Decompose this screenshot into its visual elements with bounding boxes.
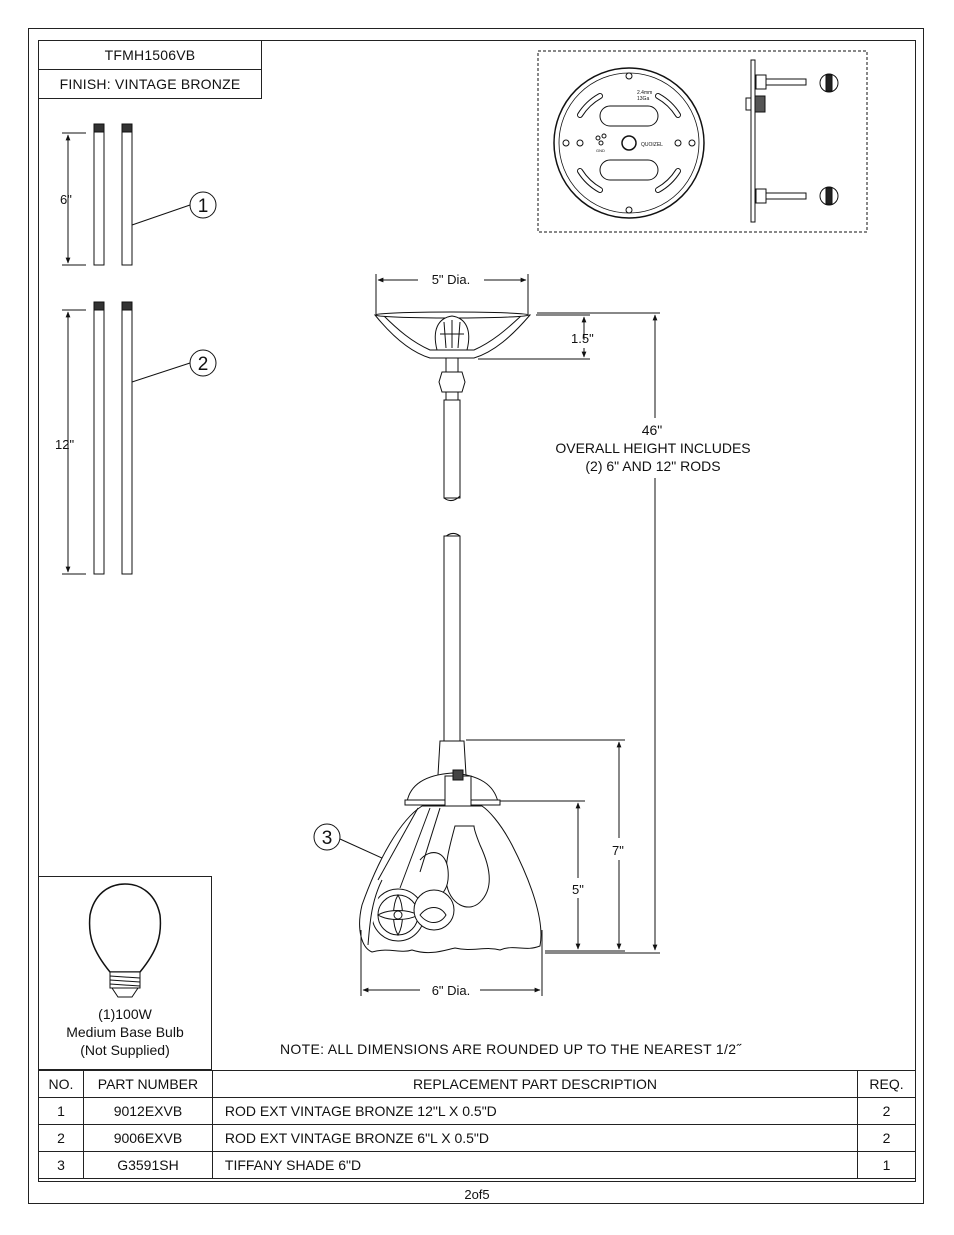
- cell-no: 2: [38, 1124, 84, 1152]
- plate-gnd: GND: [596, 148, 605, 153]
- cell-description: ROD EXT VINTAGE BRONZE 6"L X 0.5"D: [211, 1124, 858, 1152]
- dimension-6in: [62, 132, 86, 266]
- body-height-dimension: [466, 739, 625, 952]
- bulb-wattage: (1)100W: [98, 1006, 152, 1022]
- overall-height-note-1: OVERALL HEIGHT INCLUDES: [555, 440, 750, 456]
- canopy-dia-label: 5" Dia.: [432, 272, 471, 287]
- table-header-row: NO. PART NUMBER REPLACEMENT PART DESCRIP…: [38, 1070, 917, 1098]
- cell-part-number: 9012EXVB: [82, 1097, 213, 1125]
- callout-2: 2: [131, 349, 217, 383]
- replacement-parts-table: NO. PART NUMBER REPLACEMENT PART DESCRIP…: [38, 1070, 917, 1179]
- callout-1: 1: [131, 191, 217, 226]
- header-no: NO.: [38, 1070, 84, 1098]
- mounting-plate-side-view: [745, 59, 839, 223]
- table-row: 3 G3591SH TIFFANY SHADE 6"D 1: [38, 1151, 917, 1179]
- overall-height-dimension: [537, 312, 660, 954]
- tiffany-shade: [359, 805, 542, 954]
- canopy-height-dimension: [478, 314, 590, 360]
- canopy: [373, 311, 532, 401]
- rod-lower: [443, 532, 461, 742]
- drawing-border: [38, 40, 916, 1182]
- cell-req: 1: [856, 1151, 917, 1179]
- bulb-base-type: Medium Base Bulb: [66, 1024, 184, 1040]
- canopy-dia-dimension: [375, 274, 529, 314]
- cell-req: 2: [856, 1097, 917, 1125]
- overall-height-value: 46": [642, 422, 663, 438]
- callout-3: 3: [313, 823, 383, 859]
- cell-description: TIFFANY SHADE 6"D: [211, 1151, 858, 1179]
- rod-upper: [443, 399, 461, 502]
- overall-height-note-2: (2) 6" AND 12" RODS: [585, 458, 720, 474]
- dimension-12in: [62, 309, 86, 575]
- cell-part-number: G3591SH: [82, 1151, 213, 1179]
- plate-gauge-mm: 2.4mm: [637, 90, 652, 96]
- finish-label: FINISH: VINTAGE BRONZE: [38, 69, 262, 99]
- bulb-illustration: [88, 883, 162, 998]
- rod-12in-label: 12": [55, 437, 74, 452]
- callout-1-number: 1: [198, 196, 209, 217]
- cell-no: 1: [38, 1097, 84, 1125]
- page-border: [28, 28, 924, 1204]
- cell-description: ROD EXT VINTAGE BRONZE 12"L X 0.5"D: [211, 1097, 858, 1125]
- shade-dia-dimension: [360, 930, 543, 996]
- shade-dia-label: 6" Dia.: [432, 983, 471, 998]
- model-number: TFMH1506VB: [38, 40, 262, 70]
- header-part-number: PART NUMBER: [82, 1070, 213, 1098]
- bulb-supply-note: (Not Supplied): [80, 1042, 170, 1058]
- body-height-label: 7": [612, 843, 624, 858]
- assembly-drawing: 6" 1 12" 2: [55, 50, 868, 998]
- callout-2-number: 2: [198, 354, 209, 375]
- cell-req: 2: [856, 1124, 917, 1152]
- header-description: REPLACEMENT PART DESCRIPTION: [211, 1070, 858, 1098]
- dimensions-note: NOTE: ALL DIMENSIONS ARE ROUNDED UP TO T…: [280, 1041, 742, 1057]
- rod-set-6in: [93, 123, 133, 266]
- page-number: 2of5: [464, 1187, 490, 1202]
- plate-gauge-ga: 13Ga: [637, 96, 649, 102]
- callout-3-number: 3: [322, 828, 333, 849]
- shade-height-dimension: [500, 800, 585, 950]
- mounting-plate: 2.4mm 13Ga QUOIZEL GND: [553, 67, 705, 219]
- header-req: REQ.: [856, 1070, 917, 1098]
- canopy-height-label: 1.5": [571, 331, 594, 346]
- cell-no: 3: [38, 1151, 84, 1179]
- table-row: 2 9006EXVB ROD EXT VINTAGE BRONZE 6"L X …: [38, 1124, 917, 1152]
- plate-brand: QUOIZEL: [641, 142, 663, 148]
- table-row: 1 9012EXVB ROD EXT VINTAGE BRONZE 12"L X…: [38, 1097, 917, 1125]
- rod-set-12in: [93, 301, 133, 575]
- rod-6in-label: 6": [60, 192, 72, 207]
- shade-height-label: 5": [572, 882, 584, 897]
- bulb-info-box: [38, 876, 212, 1070]
- cell-part-number: 9006EXVB: [82, 1124, 213, 1152]
